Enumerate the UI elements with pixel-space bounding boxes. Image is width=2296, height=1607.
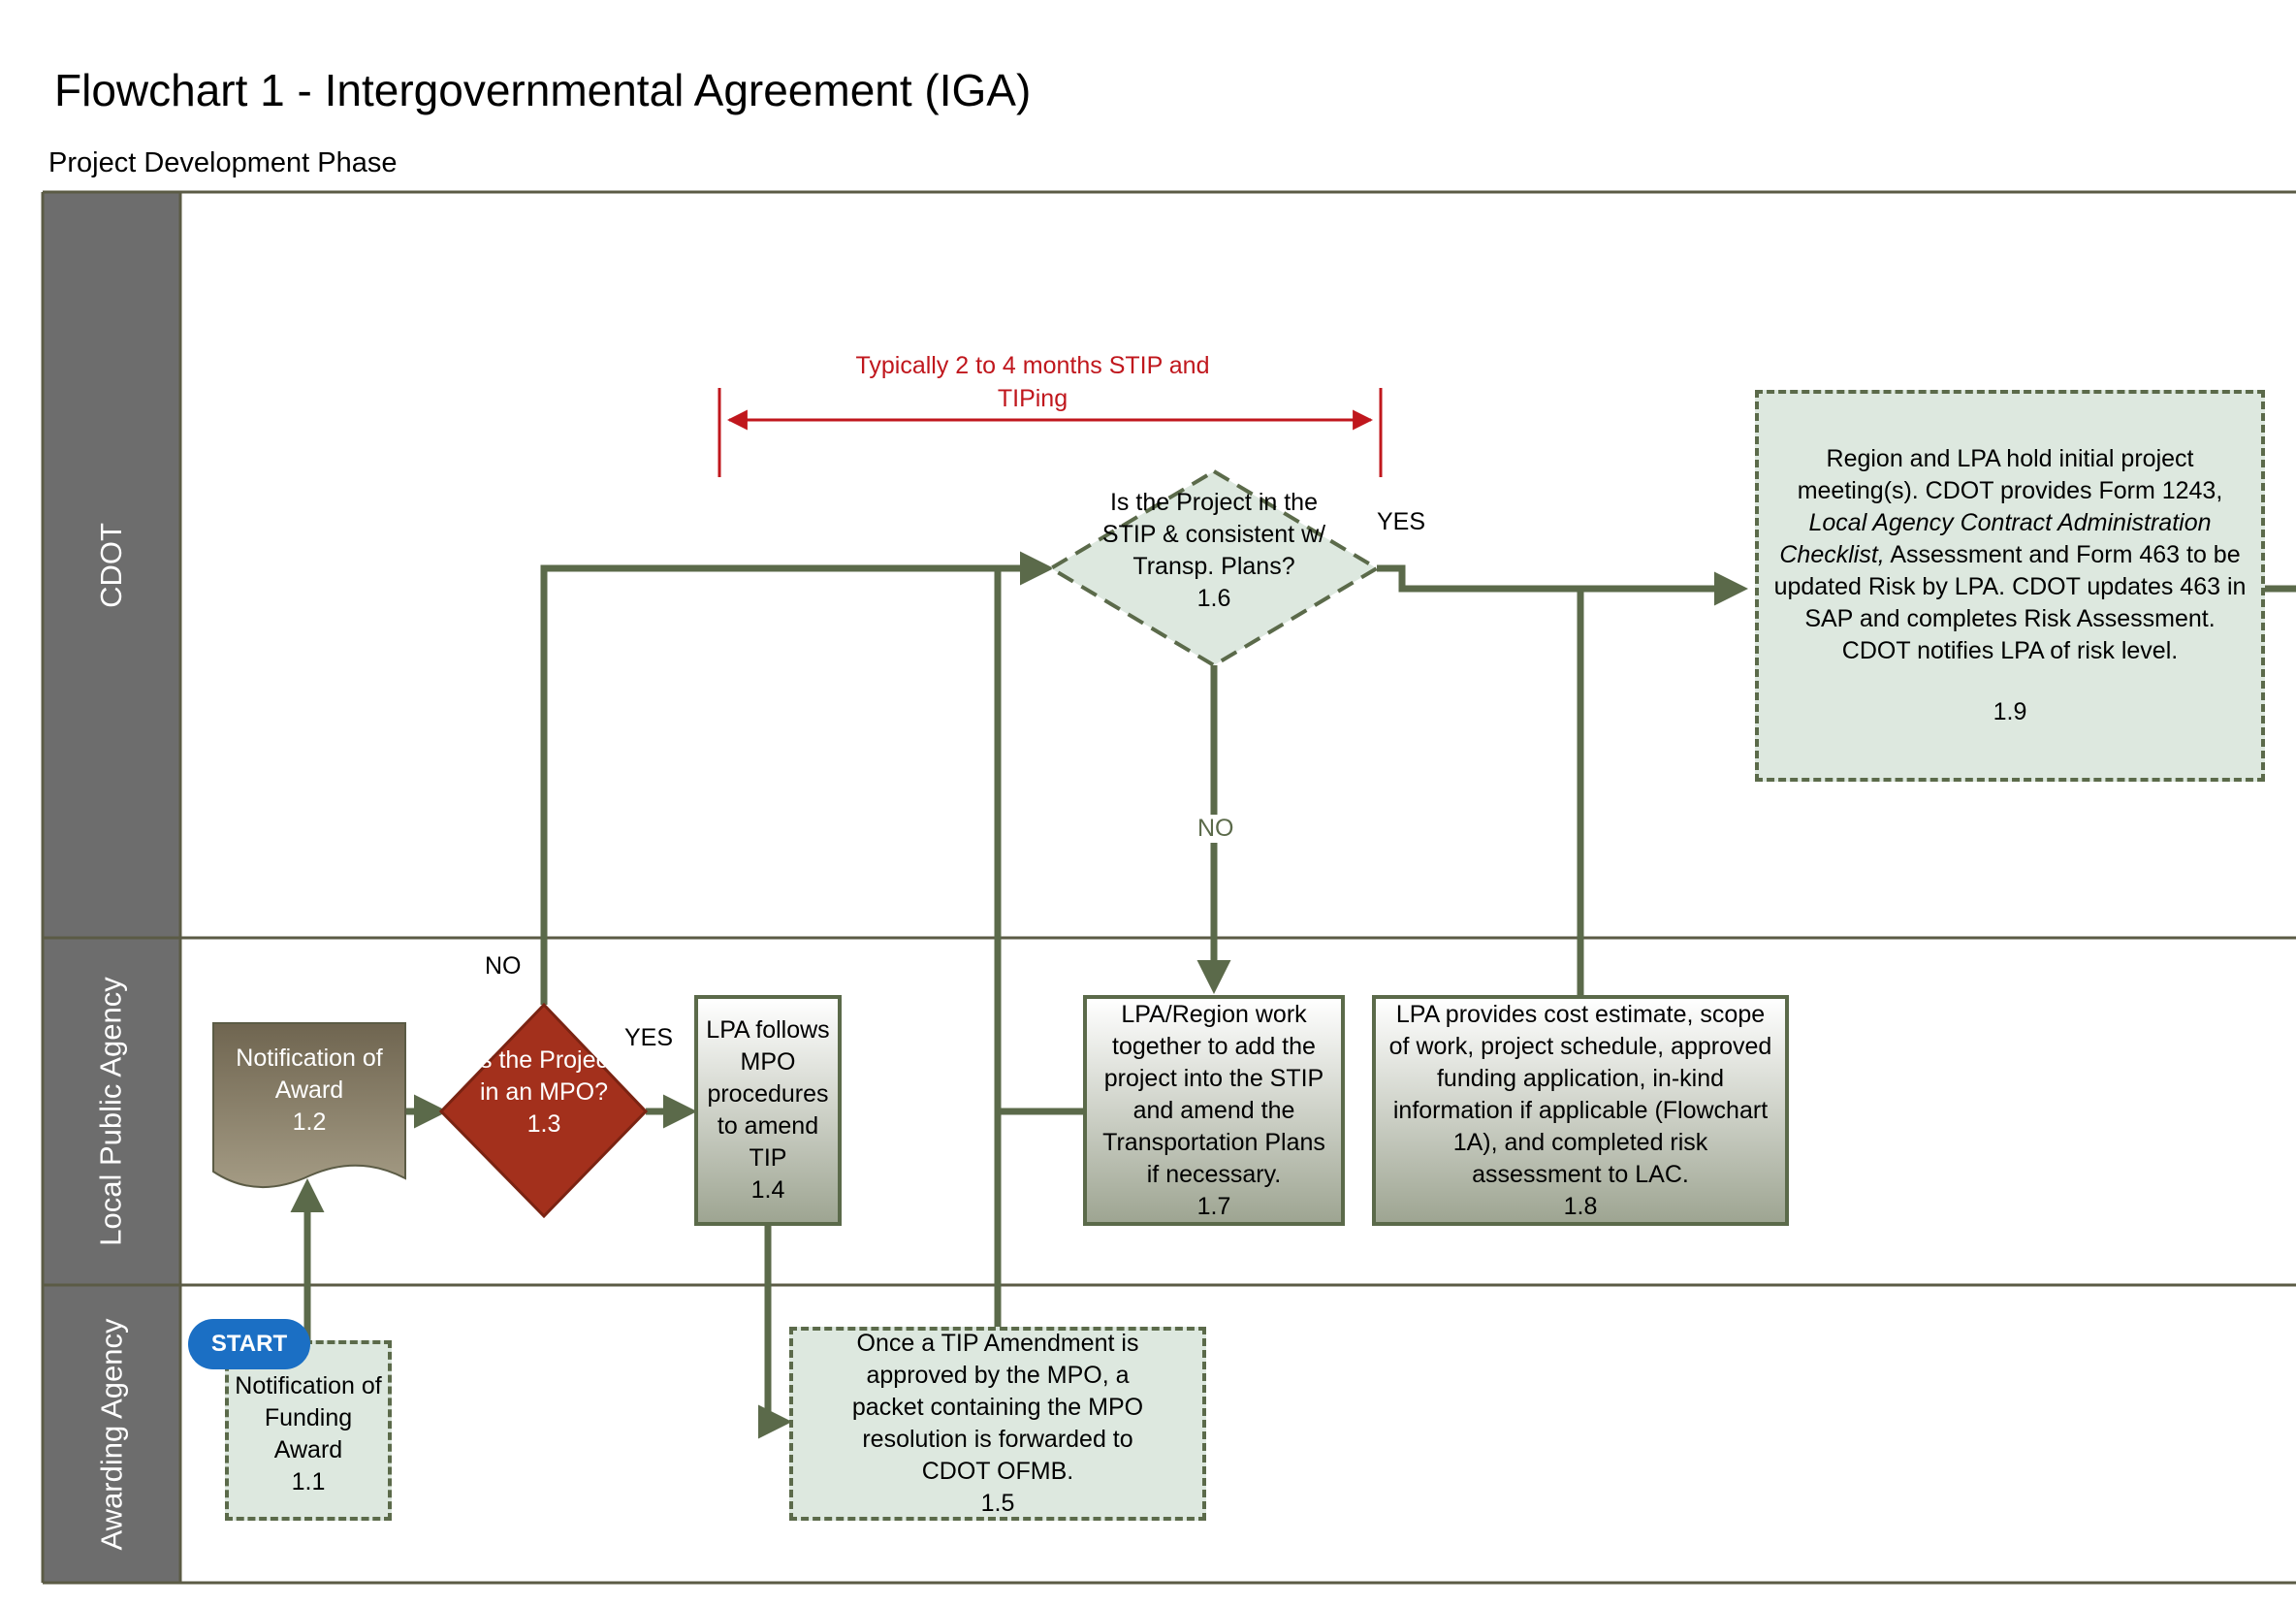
process-1-1-number: 1.1 <box>291 1468 326 1495</box>
decision-1-6[interactable]: Is the Project in the STIP & consistent … <box>1088 487 1340 615</box>
decision-shape-1-3 <box>438 1002 649 1219</box>
process-1-9[interactable]: Region and LPA hold initial project meet… <box>1755 390 2265 782</box>
duration-note: Typically 2 to 4 months STIP and TIPing <box>855 352 1210 412</box>
process-1-8[interactable]: LPA provides cost estimate, scope of wor… <box>1372 995 1789 1226</box>
connector-1-4-to-1-5 <box>758 1226 792 1439</box>
document-1-2-text: Notification of Award <box>236 1044 383 1104</box>
lane-label-cdot-text: CDOT <box>93 522 128 608</box>
process-1-1-text: Notification of Funding Award <box>235 1372 382 1463</box>
process-1-9-text-italic: Local Agency Contract Administration Che… <box>1779 509 2212 568</box>
document-shape-1-2 <box>212 1022 406 1189</box>
process-1-5-number: 1.5 <box>980 1490 1015 1517</box>
label-yes-1-3: YES <box>624 1024 674 1051</box>
start-terminator[interactable]: START <box>188 1319 310 1369</box>
lane-label-lpa-text: Local Public Agency <box>94 977 128 1246</box>
process-1-7-number: 1.7 <box>1196 1192 1231 1220</box>
decision-1-6-number: 1.6 <box>1196 585 1231 612</box>
process-1-5-text: Once a TIP Amendment is approved by the … <box>851 1330 1144 1485</box>
process-1-5[interactable]: Once a TIP Amendment is approved by the … <box>789 1327 1206 1521</box>
page-subtitle: Project Development Phase <box>48 147 398 178</box>
decision-1-3-text: Is the Project in an MPO? <box>473 1046 615 1106</box>
decision-1-6-text: Is the Project in the STIP & consistent … <box>1101 489 1326 580</box>
lane-label-awarding-agency: Awarding Agency <box>43 1285 180 1583</box>
document-1-2[interactable]: Notification of Award 1.2 <box>213 1032 405 1148</box>
process-1-4[interactable]: LPA follows MPO procedures to amend TIP … <box>694 995 842 1226</box>
page-title: Flowchart 1 - Intergovernmental Agreemen… <box>54 65 1032 115</box>
process-1-8-text: LPA provides cost estimate, scope of wor… <box>1388 1000 1772 1188</box>
process-1-9-text-part2: Assessment and Form 463 to be updated Ri… <box>1773 541 2247 664</box>
lane-label-awarding-text: Awarding Agency <box>94 1318 129 1550</box>
connector-1-3-no-to-1-6 <box>540 551 1054 1005</box>
process-1-9-text-part1: Region and LPA hold initial project meet… <box>1797 445 2223 504</box>
process-1-9-text: Region and LPA hold initial project meet… <box>1769 443 2251 667</box>
process-1-4-number: 1.4 <box>750 1176 785 1204</box>
label-no-1-6: NO <box>1196 815 1236 843</box>
process-1-4-text: LPA follows MPO procedures to amend TIP <box>706 1016 830 1172</box>
decision-shape-1-6 <box>1047 468 1381 668</box>
process-1-7[interactable]: LPA/Region work together to add the proj… <box>1083 995 1345 1226</box>
process-1-7-text: LPA/Region work together to add the proj… <box>1102 1000 1325 1188</box>
process-1-1[interactable]: Notification of Funding Award 1.1 <box>225 1340 392 1521</box>
lane-label-local-public-agency: Local Public Agency <box>43 938 180 1285</box>
lane-label-cdot: CDOT <box>43 192 180 938</box>
connector-1-6-yes-to-1-9 <box>1377 564 1748 606</box>
decision-1-3-number: 1.3 <box>526 1110 561 1138</box>
process-1-9-number: 1.9 <box>1993 698 2027 725</box>
decision-1-3[interactable]: Is the Project in an MPO? 1.3 <box>462 1045 626 1141</box>
label-no-1-3: NO <box>485 952 522 980</box>
process-1-8-number: 1.8 <box>1563 1192 1598 1220</box>
lane-header-column <box>43 192 180 1583</box>
document-1-2-number: 1.2 <box>292 1108 327 1136</box>
label-yes-1-6: YES <box>1377 508 1426 535</box>
